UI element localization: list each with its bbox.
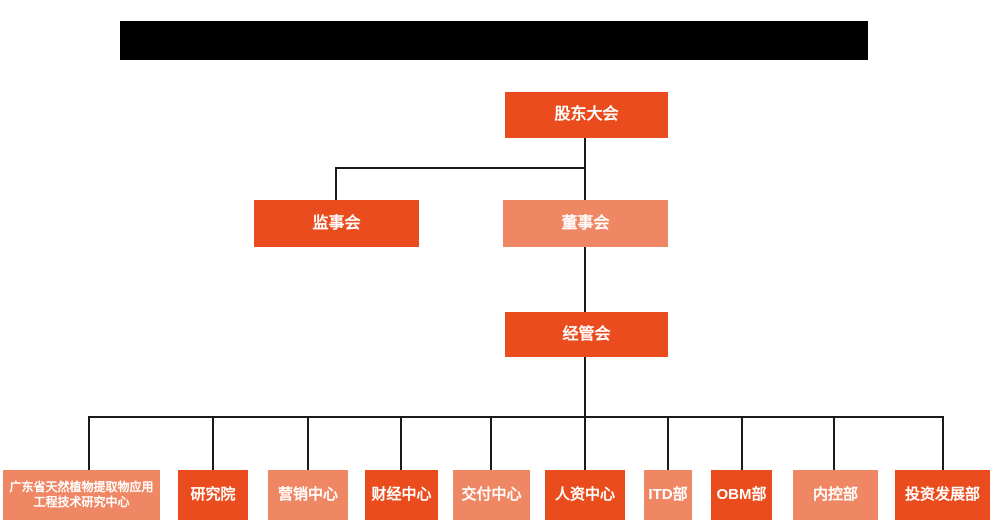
connector-drop-marketing [307,416,309,470]
connector-drop-research-center [88,416,90,470]
connector-drop-institute [212,416,214,470]
dept-obm: OBM部 [711,470,772,520]
dept-label: 内控部 [812,485,858,503]
dept-label: OBM部 [716,485,767,503]
dept-guangdong-research-center: 广东省天然植物提取物应用工程技术研究中心 [3,470,160,520]
dept-label: ITD部 [648,485,688,503]
dept-internal-control: 内控部 [793,470,878,520]
connector-management-down [584,357,586,417]
dept-hr-center: 人资中心 [545,470,625,520]
connector-board-to-management [584,247,586,312]
node-board-of-directors: 董事会 [503,200,668,247]
dept-research-institute: 研究院 [178,470,248,520]
dept-delivery-center: 交付中心 [453,470,530,520]
dept-finance-center: 财经中心 [365,470,438,520]
node-label: 董事会 [561,214,610,232]
node-supervisory-board: 监事会 [254,200,419,247]
dept-investment-development: 投资发展部 [895,470,990,520]
connector-drop-hr [584,416,586,470]
dept-label: 交付中心 [461,485,522,503]
dept-label: 人资中心 [554,485,615,503]
dept-itd: ITD部 [644,470,692,520]
connector-to-supervisory [335,167,337,201]
node-label: 经管会 [562,325,611,343]
connector-root-down [584,138,586,200]
node-shareholders-meeting: 股东大会 [505,92,668,138]
redacted-title-bar [120,21,868,60]
node-label: 监事会 [312,214,361,232]
node-label: 股东大会 [554,106,619,123]
connector-drop-internal-control [833,416,835,470]
node-management-committee: 经管会 [505,312,668,357]
connector-drop-itd [667,416,669,470]
dept-label: 投资发展部 [904,485,980,503]
dept-label: 广东省天然植物提取物应用工程技术研究中心 [9,480,154,509]
dept-label: 营销中心 [277,485,338,503]
connector-drop-finance [400,416,402,470]
dept-label: 研究院 [190,485,236,503]
dept-label: 财经中心 [371,485,432,503]
connector-branch-horizontal [335,167,586,169]
connector-departments-horizontal [88,416,944,418]
connector-drop-investment [942,416,944,470]
connector-drop-delivery [490,416,492,470]
dept-marketing-center: 营销中心 [268,470,348,520]
connector-drop-obm [741,416,743,470]
